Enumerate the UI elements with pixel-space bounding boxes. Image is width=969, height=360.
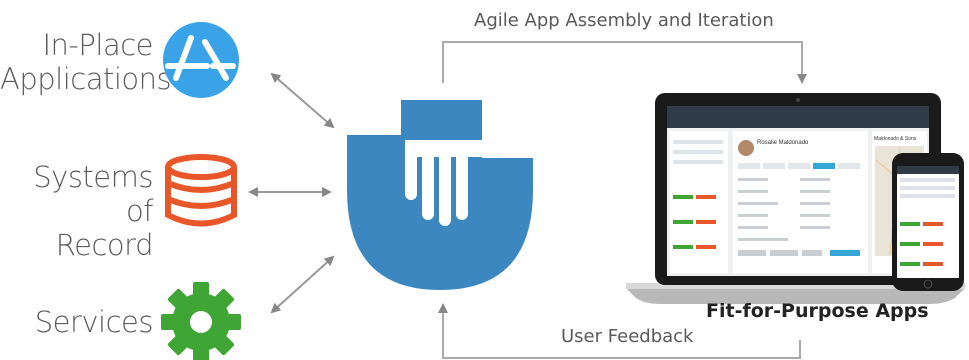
devices-caption: Fit-for-Purpose Apps <box>706 300 929 322</box>
source-label-systems: Systems of Record <box>0 160 153 262</box>
bottom-flow-label: User Feedback <box>561 326 694 347</box>
label-line: In-Place <box>42 28 154 62</box>
label-line: Systems of <box>33 160 153 228</box>
arrow-applications <box>270 72 335 129</box>
arrow-bottom-flow <box>438 303 801 359</box>
label-line: Applications <box>0 62 172 96</box>
arrow-top-flow <box>442 41 807 84</box>
source-label-applications: In-Place Applications <box>0 28 172 96</box>
label-line: Services <box>34 305 154 339</box>
laptop-side-title: Maldonado & Sons <box>874 136 917 142</box>
laptop-contact-name: Rosalie Maldonado <box>757 140 809 146</box>
top-flow-label: Agile App Assembly and Iteration <box>474 10 774 31</box>
label-line: Record <box>55 228 154 262</box>
source-label-services: Services <box>0 305 154 339</box>
arrow-services <box>270 255 335 314</box>
